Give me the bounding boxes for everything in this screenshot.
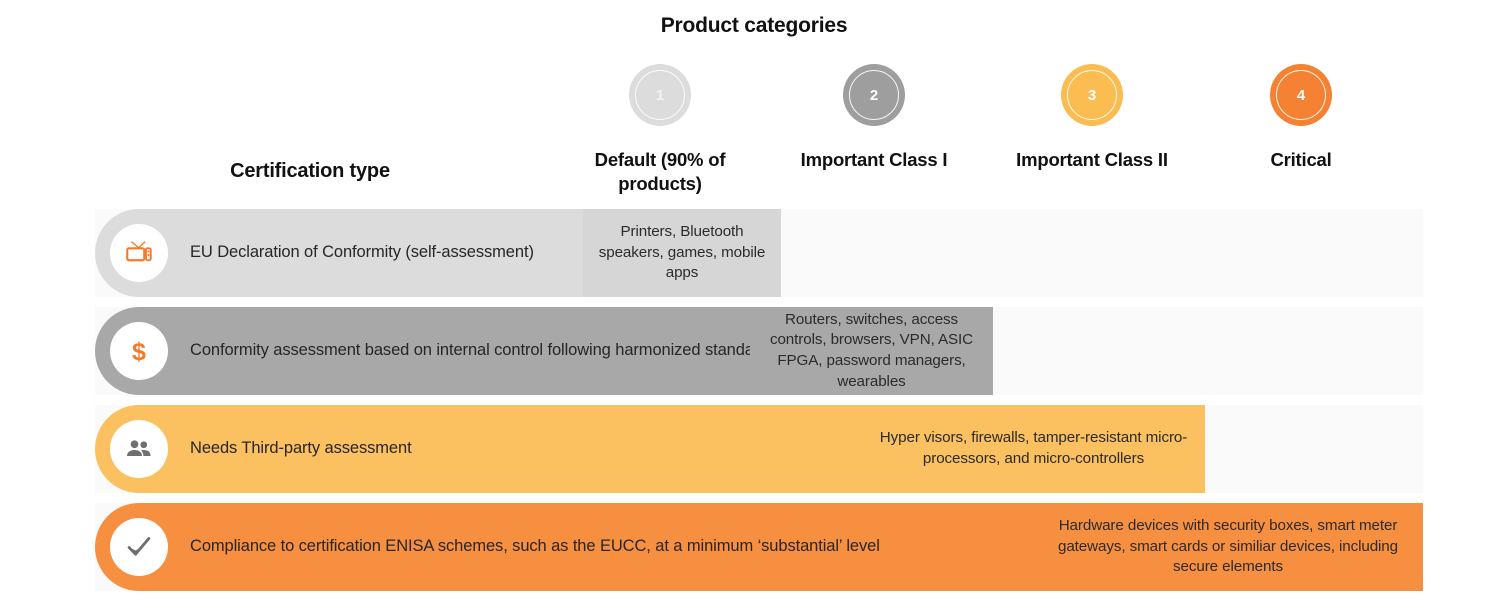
category-label-2: Important Class I — [800, 149, 948, 170]
row-label: Conformity assessment based on internal … — [190, 341, 910, 360]
row-value-cell: Hardware devices with security boxes, sm… — [1033, 503, 1423, 591]
category-column-4: 4 Critical — [1196, 64, 1406, 172]
category-badge-number-2: 2 — [869, 86, 879, 104]
category-badge-number-3: 3 — [1087, 86, 1097, 104]
page-title-text: Product categories — [660, 14, 848, 37]
category-label-1: Default (90% of products) — [594, 149, 726, 195]
row-value-cell: Routers, switches, access controls, brow… — [750, 307, 993, 395]
row-label: Compliance to certification ENISA scheme… — [190, 537, 880, 556]
category-label-3: Important Class II — [1016, 149, 1168, 170]
row-value-cell: Printers, Bluetooth speakers, games, mob… — [583, 209, 781, 297]
category-column-3: 3 Important Class II — [987, 64, 1197, 172]
row-label: EU Declaration of Conformity (self-asses… — [190, 243, 534, 262]
row-label: Needs Third-party assessment — [190, 439, 412, 458]
category-badge-number-4: 4 — [1296, 86, 1306, 104]
category-badge-4: 4 — [1270, 64, 1332, 126]
category-badge-2: 2 — [843, 64, 905, 126]
people-icon — [127, 440, 151, 456]
category-label-4: Critical — [1270, 149, 1332, 170]
category-badge-3: 3 — [1061, 64, 1123, 126]
svg-text:$: $ — [132, 338, 146, 366]
category-badge-number-1: 1 — [655, 86, 665, 104]
row-icon-wrapper: $ — [110, 322, 168, 380]
category-column-2: 2 Important Class I — [769, 64, 979, 172]
dollar-icon: $ — [132, 338, 146, 366]
category-badge-1: 1 — [629, 64, 691, 126]
certification-type-header: Certification type — [230, 160, 390, 182]
row-value-cell: Hyper visors, firewalls, tamper-resistan… — [862, 405, 1205, 493]
category-column-1: 1 Default (90% of products) — [555, 64, 765, 197]
page-title: Product categories — [0, 14, 1504, 38]
row-icon-wrapper — [110, 224, 168, 282]
check-icon — [127, 537, 151, 556]
row-icon-wrapper — [110, 518, 168, 576]
row-icon-wrapper — [110, 420, 168, 478]
tv-icon — [126, 241, 152, 262]
